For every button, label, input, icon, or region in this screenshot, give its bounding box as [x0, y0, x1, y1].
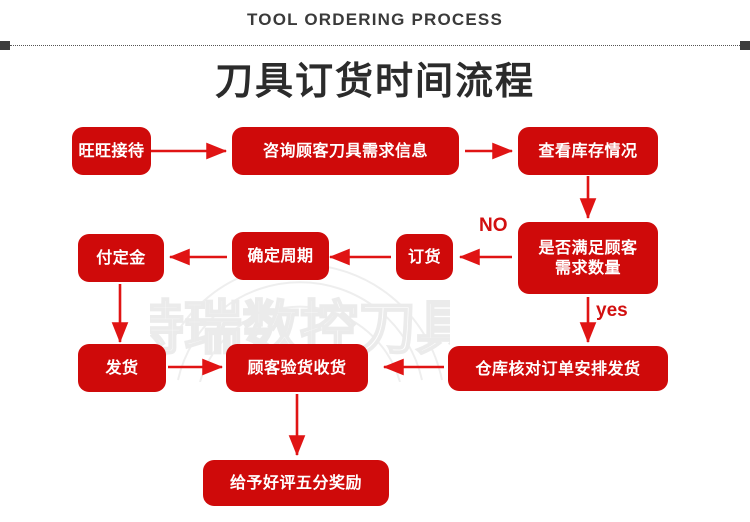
flow-node-ship-goods[interactable]: 发货 [78, 344, 166, 392]
flow-node-confirm-cycle[interactable]: 确定周期 [232, 232, 329, 280]
flow-node-give-five-star-review[interactable]: 给予好评五分奖励 [203, 460, 389, 506]
header-divider [0, 41, 750, 51]
flow-node-consult-customer-requirements[interactable]: 咨询顾客刀具需求信息 [232, 127, 459, 175]
flow-node-pay-deposit[interactable]: 付定金 [78, 234, 164, 282]
edge-label-no: NO [479, 215, 508, 236]
divider-dotted-line [10, 45, 740, 46]
flow-node-wangwang-reception[interactable]: 旺旺接待 [72, 127, 151, 175]
decision-line-1: 是否满足顾客 [538, 238, 638, 257]
edge-label-yes: yes [596, 300, 628, 321]
flow-node-check-inventory[interactable]: 查看库存情况 [518, 127, 658, 175]
decision-line-2: 需求数量 [554, 258, 621, 277]
page-title: 刀具订货时间流程 [214, 59, 535, 103]
page-subtitle-english: TOOL ORDERING PROCESS [247, 10, 503, 29]
flow-node-place-order[interactable]: 订货 [396, 234, 453, 280]
divider-cap-left [0, 41, 10, 50]
flow-node-inventory-sufficient-decision[interactable]: 是否满足顾客 需求数量 [518, 222, 658, 294]
divider-cap-right [740, 41, 750, 50]
flow-node-customer-inspect-receive[interactable]: 顾客验货收货 [226, 344, 368, 392]
flow-node-warehouse-verify-arrange[interactable]: 仓库核对订单安排发货 [448, 346, 668, 391]
